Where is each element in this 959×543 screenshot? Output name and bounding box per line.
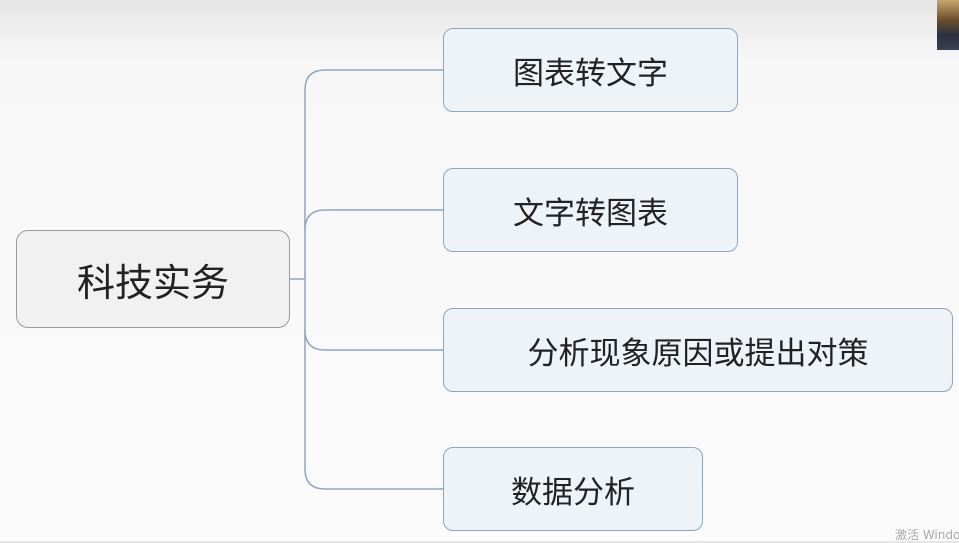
child-label: 分析现象原因或提出对策 xyxy=(527,335,869,372)
activation-watermark: 激活 Windo xyxy=(895,528,959,542)
root-label: 科技实务 xyxy=(76,260,229,305)
child-node-analysis[interactable]: 分析现象原因或提出对策 xyxy=(443,308,953,392)
root-node[interactable]: 科技实务 xyxy=(16,230,290,328)
child-node-text-to-chart[interactable]: 文字转图表 xyxy=(443,168,738,252)
child-node-data-analysis[interactable]: 数据分析 xyxy=(443,447,703,531)
child-label: 数据分析 xyxy=(511,474,635,511)
webcam-overlay xyxy=(937,0,959,50)
child-label: 文字转图表 xyxy=(513,195,668,232)
child-label: 图表转文字 xyxy=(513,55,668,92)
child-node-chart-to-text[interactable]: 图表转文字 xyxy=(443,28,738,112)
